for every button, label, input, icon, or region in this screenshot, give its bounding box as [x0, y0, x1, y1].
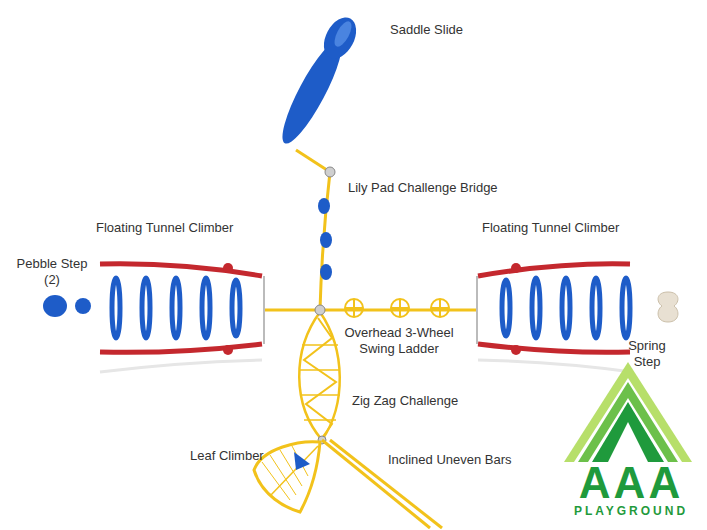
saddle-slide — [273, 12, 362, 149]
part-name: Pebble Step (2) — [10, 256, 94, 288]
lily-pads — [318, 198, 332, 280]
swing-ladder-wheels — [345, 299, 449, 317]
part-name: Spring Step — [618, 338, 676, 370]
part-name: Floating Tunnel Climber — [482, 220, 652, 236]
part-name: Floating Tunnel Climber — [96, 220, 266, 236]
frame — [264, 150, 478, 310]
tunnel-climber-left — [100, 263, 264, 355]
part-name: Lily Pad Challenge Bridge — [348, 180, 538, 196]
tunnel-climber-right — [477, 263, 630, 355]
spring-step — [658, 292, 678, 322]
part-name: Leaf Climber — [190, 448, 280, 464]
logo-text: AAA — [566, 456, 696, 509]
part-name: Saddle Slide — [390, 22, 500, 38]
part-name: Inclined Uneven Bars — [388, 452, 548, 468]
part-name: Zig Zag Challenge — [352, 393, 492, 409]
pebble-steps — [43, 295, 91, 317]
leaf-climber — [254, 442, 320, 512]
part-name: Overhead 3-Wheel Swing Ladder — [336, 325, 462, 357]
shadows — [100, 360, 632, 372]
zig-zag-challenge — [299, 312, 340, 440]
logo-mark — [564, 362, 692, 462]
logo-text: PLAYGROUND — [566, 504, 696, 518]
hub — [315, 305, 325, 315]
post — [325, 167, 335, 177]
